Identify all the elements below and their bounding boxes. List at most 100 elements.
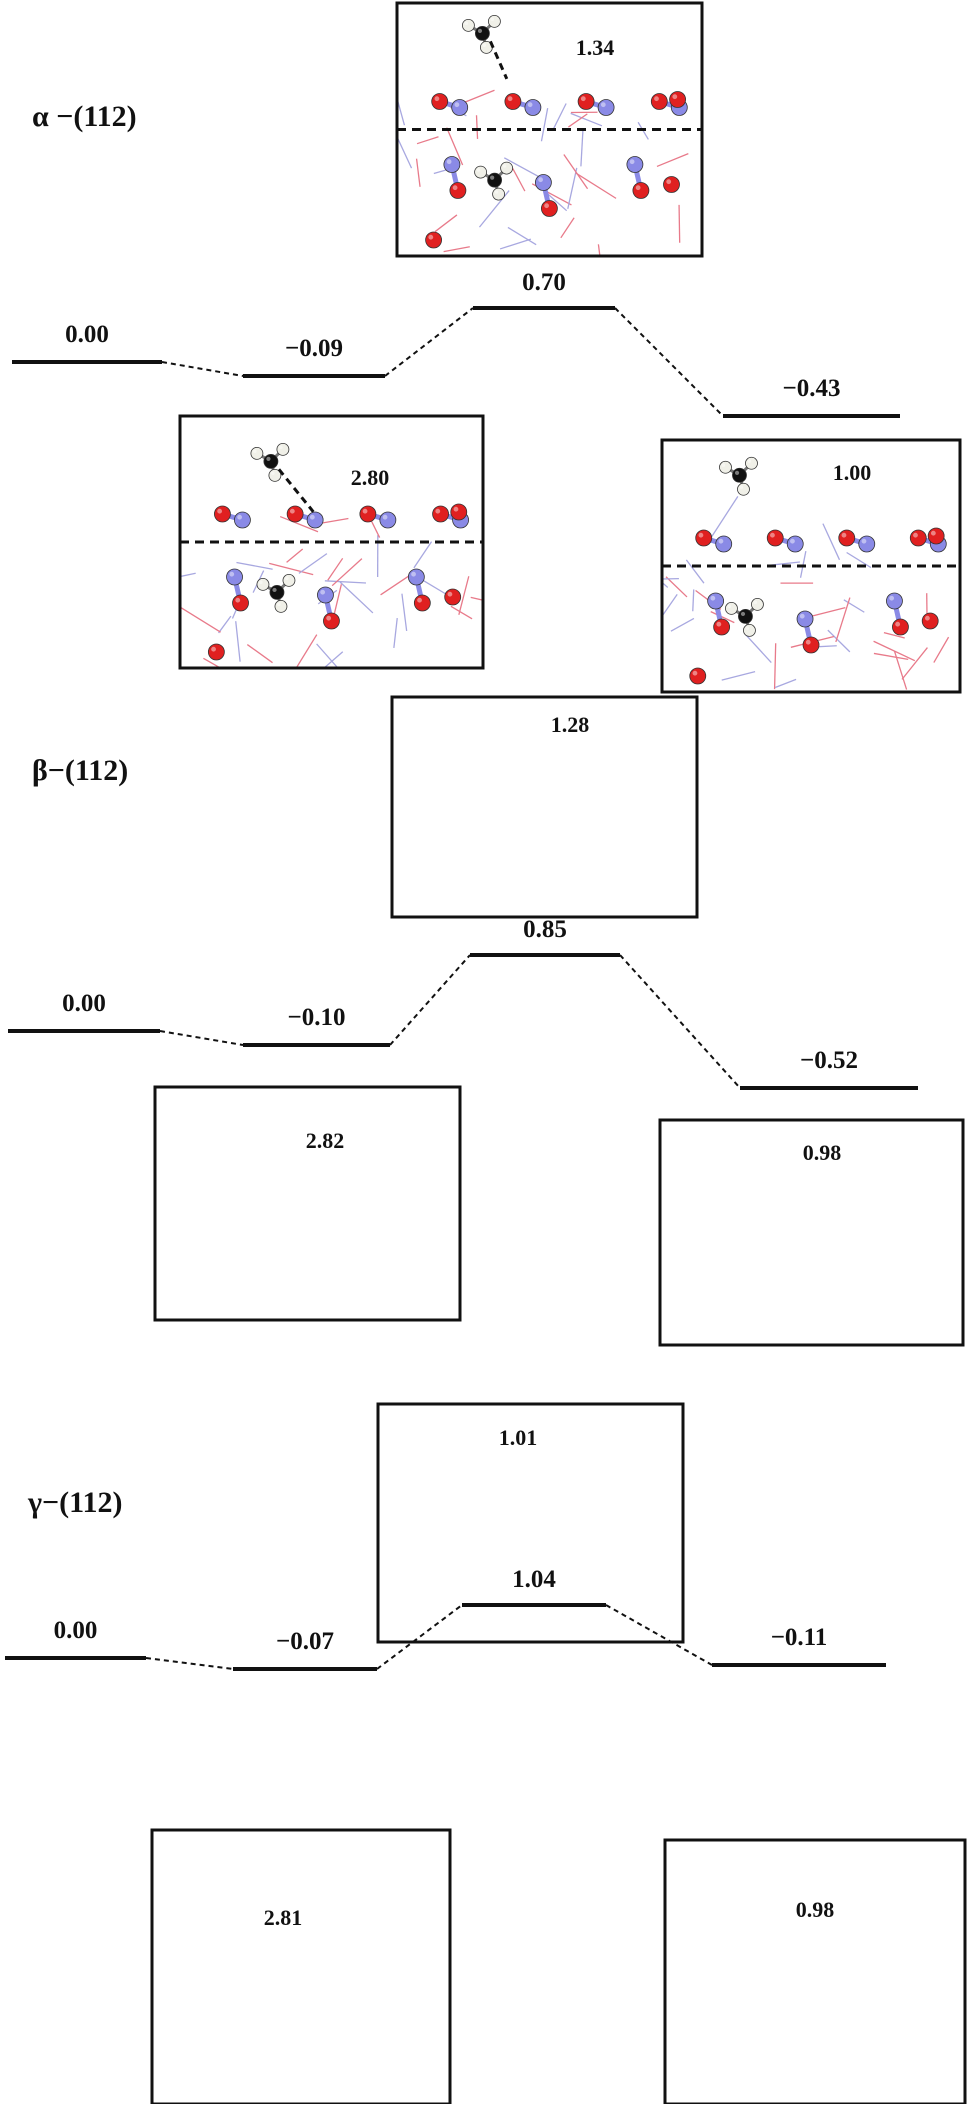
subsurface-oxygen-atom (293, 2038, 309, 2054)
subsurface-nitrogen-atom-highlight (533, 855, 538, 860)
lattice-bond (349, 1310, 373, 1340)
initial-state-snapshot-methyl-hydrogen-atom (382, 1137, 394, 1149)
lattice-bond (683, 2091, 711, 2104)
energy-value-final-state: −0.52 (800, 1047, 858, 1074)
lattice-bond (457, 867, 497, 882)
lattice-bond (682, 1977, 697, 1997)
lattice-bond (393, 618, 398, 649)
edge-oxygen-atom (933, 1934, 949, 1950)
surface-nitrogen-atom (283, 1174, 299, 1190)
surface-oxygen-atom (286, 505, 304, 523)
initial-state-snapshot-bg (152, 1830, 450, 2104)
edge-oxygen-atom-highlight (453, 506, 459, 512)
surface-nitrogen-atom-highlight (794, 1945, 799, 1950)
subsurface-bond (433, 1558, 439, 1584)
lattice-bond (298, 553, 328, 574)
final-state-snapshot-subsurface-methyl-hydrogen-atom-highlight (751, 2009, 755, 2013)
surface-oxygen-atom (432, 505, 449, 523)
lattice-bond (411, 880, 444, 896)
subsurface-nitrogen-atom-highlight (296, 1251, 301, 1256)
surface-nitrogen-atom (787, 1203, 803, 1219)
lattice-bond (510, 870, 546, 891)
surface-nitrogen-atom-highlight (423, 1940, 428, 1945)
final-state-snapshot-subsurface-methyl-hydrogen-atom (863, 1260, 875, 1272)
transition-state-snapshot-frame (395, 1, 704, 258)
energy-connector (159, 1030, 244, 1046)
transition-state-snapshot-methyl-hydrogen-atom (642, 714, 654, 726)
transition-state-snapshot-methyl-carbon-atom-highlight (441, 1438, 445, 1442)
lattice-bond (625, 839, 656, 867)
subsurface-bond (630, 842, 636, 868)
initial-state-snapshot-subsurface-methyl-ch-bond (192, 2014, 206, 2022)
surface-nitrogen-atom-highlight (790, 1205, 795, 1210)
lattice-bond (873, 652, 909, 661)
lattice-bond (534, 1507, 563, 1534)
edge-oxygen-atom (450, 503, 468, 521)
surface-nitrogen-atom-highlight (280, 1940, 285, 1945)
lattice-bond (673, 2002, 683, 2025)
transition-state-snapshot-frame (376, 1402, 685, 1644)
surface-nitrogen-atom-highlight (309, 514, 315, 520)
lattice-bond (667, 1975, 687, 1980)
surface-nitrogen-atom-highlight (359, 1176, 364, 1181)
final-state-snapshot-subsurface-methyl-hydrogen-atom (743, 624, 756, 637)
lattice-bond (940, 1236, 954, 1264)
surface-oxygen-atom (646, 771, 662, 787)
edge-oxygen-atom-highlight (421, 1932, 426, 1937)
lattice-bond (154, 2079, 177, 2104)
surface-nitrogen-atom-highlight (454, 102, 460, 108)
lattice-bond (301, 1944, 322, 1961)
subsurface-oxygen-atom (803, 1304, 819, 1320)
final-state-snapshot (658, 1118, 965, 1347)
lattice-bond (880, 1956, 922, 1972)
final-state-snapshot-subsurface-methyl-hydrogen-atom (749, 2007, 761, 2019)
surface-nitrogen-atom (935, 1942, 951, 1958)
transition-state-snapshot-methyl-hydrogen-atom-highlight (464, 21, 469, 26)
lattice-bond (741, 1989, 744, 2034)
initial-state-snapshot-subsurface-methyl-ch-bond (375, 1238, 387, 1250)
transition-state-snapshot-methyl-hydrogen-atom-highlight (490, 17, 495, 22)
lattice-bond (875, 1305, 917, 1321)
subsurface-nitrogen-atom (608, 1550, 624, 1566)
lattice-bond (243, 2032, 272, 2064)
lattice-bond (790, 1213, 827, 1240)
lattice-bond (419, 1527, 427, 1554)
edge-oxygen-atom-highlight (424, 1253, 429, 1258)
surface-oxygen-atom-highlight (503, 774, 508, 779)
subsurface-oxygen-atom-highlight (720, 2028, 725, 2033)
reaction-distance-line (188, 1871, 220, 1926)
distance-label-ts: 1.34 (576, 35, 615, 60)
final-state-snapshot-content (631, 1840, 980, 2104)
transition-state-snapshot-subsurface-methyl-hydrogen-atom-highlight (612, 861, 616, 865)
surface-oxygen-atom-highlight (189, 1934, 194, 1939)
transition-state-snapshot-methyl-hydrogen-atom-highlight (618, 720, 622, 724)
energy-connector (605, 1604, 713, 1666)
lattice-bond (933, 1958, 956, 1969)
subsurface-oxygen-atom-highlight (448, 863, 453, 868)
initial-state-snapshot-content (152, 1830, 461, 2104)
surface-oxygen-atom-highlight (260, 1934, 265, 1939)
energy-value-reference: 0.00 (54, 1617, 98, 1644)
surface-oxygen-atom-highlight (435, 508, 441, 514)
final-state-snapshot-subsurface-methyl-hydrogen-atom (723, 2011, 735, 2023)
initial-state-snapshot-methyl-ch-bond (212, 1851, 224, 1863)
lattice-bond (486, 770, 496, 793)
lattice-bond (763, 1265, 809, 1274)
surface-oxygen-atom (263, 1168, 279, 1184)
subsurface-oxygen-atom (897, 2025, 913, 2041)
subsurface-nitrogen-atom-highlight (379, 1997, 384, 2002)
surface-oxygen-atom (400, 1931, 416, 1947)
lattice-bond (311, 2051, 330, 2063)
final-state-snapshot-frame (658, 1118, 965, 1347)
final-state-snapshot (631, 1838, 980, 2104)
subsurface-oxygen-atom (445, 860, 461, 876)
subsurface-oxygen-atom (299, 1275, 315, 1291)
lattice-bond (383, 1323, 411, 1342)
subsurface-nitrogen-atom (797, 1278, 813, 1294)
energy-connector (145, 1657, 234, 1670)
lattice-bond (710, 611, 735, 624)
edge-oxygen-atom-highlight (666, 179, 672, 185)
surface-oxygen-atom-highlight (649, 774, 654, 779)
subsurface-nitrogen-atom-highlight (891, 1262, 896, 1267)
lattice-bond (424, 1961, 435, 1995)
